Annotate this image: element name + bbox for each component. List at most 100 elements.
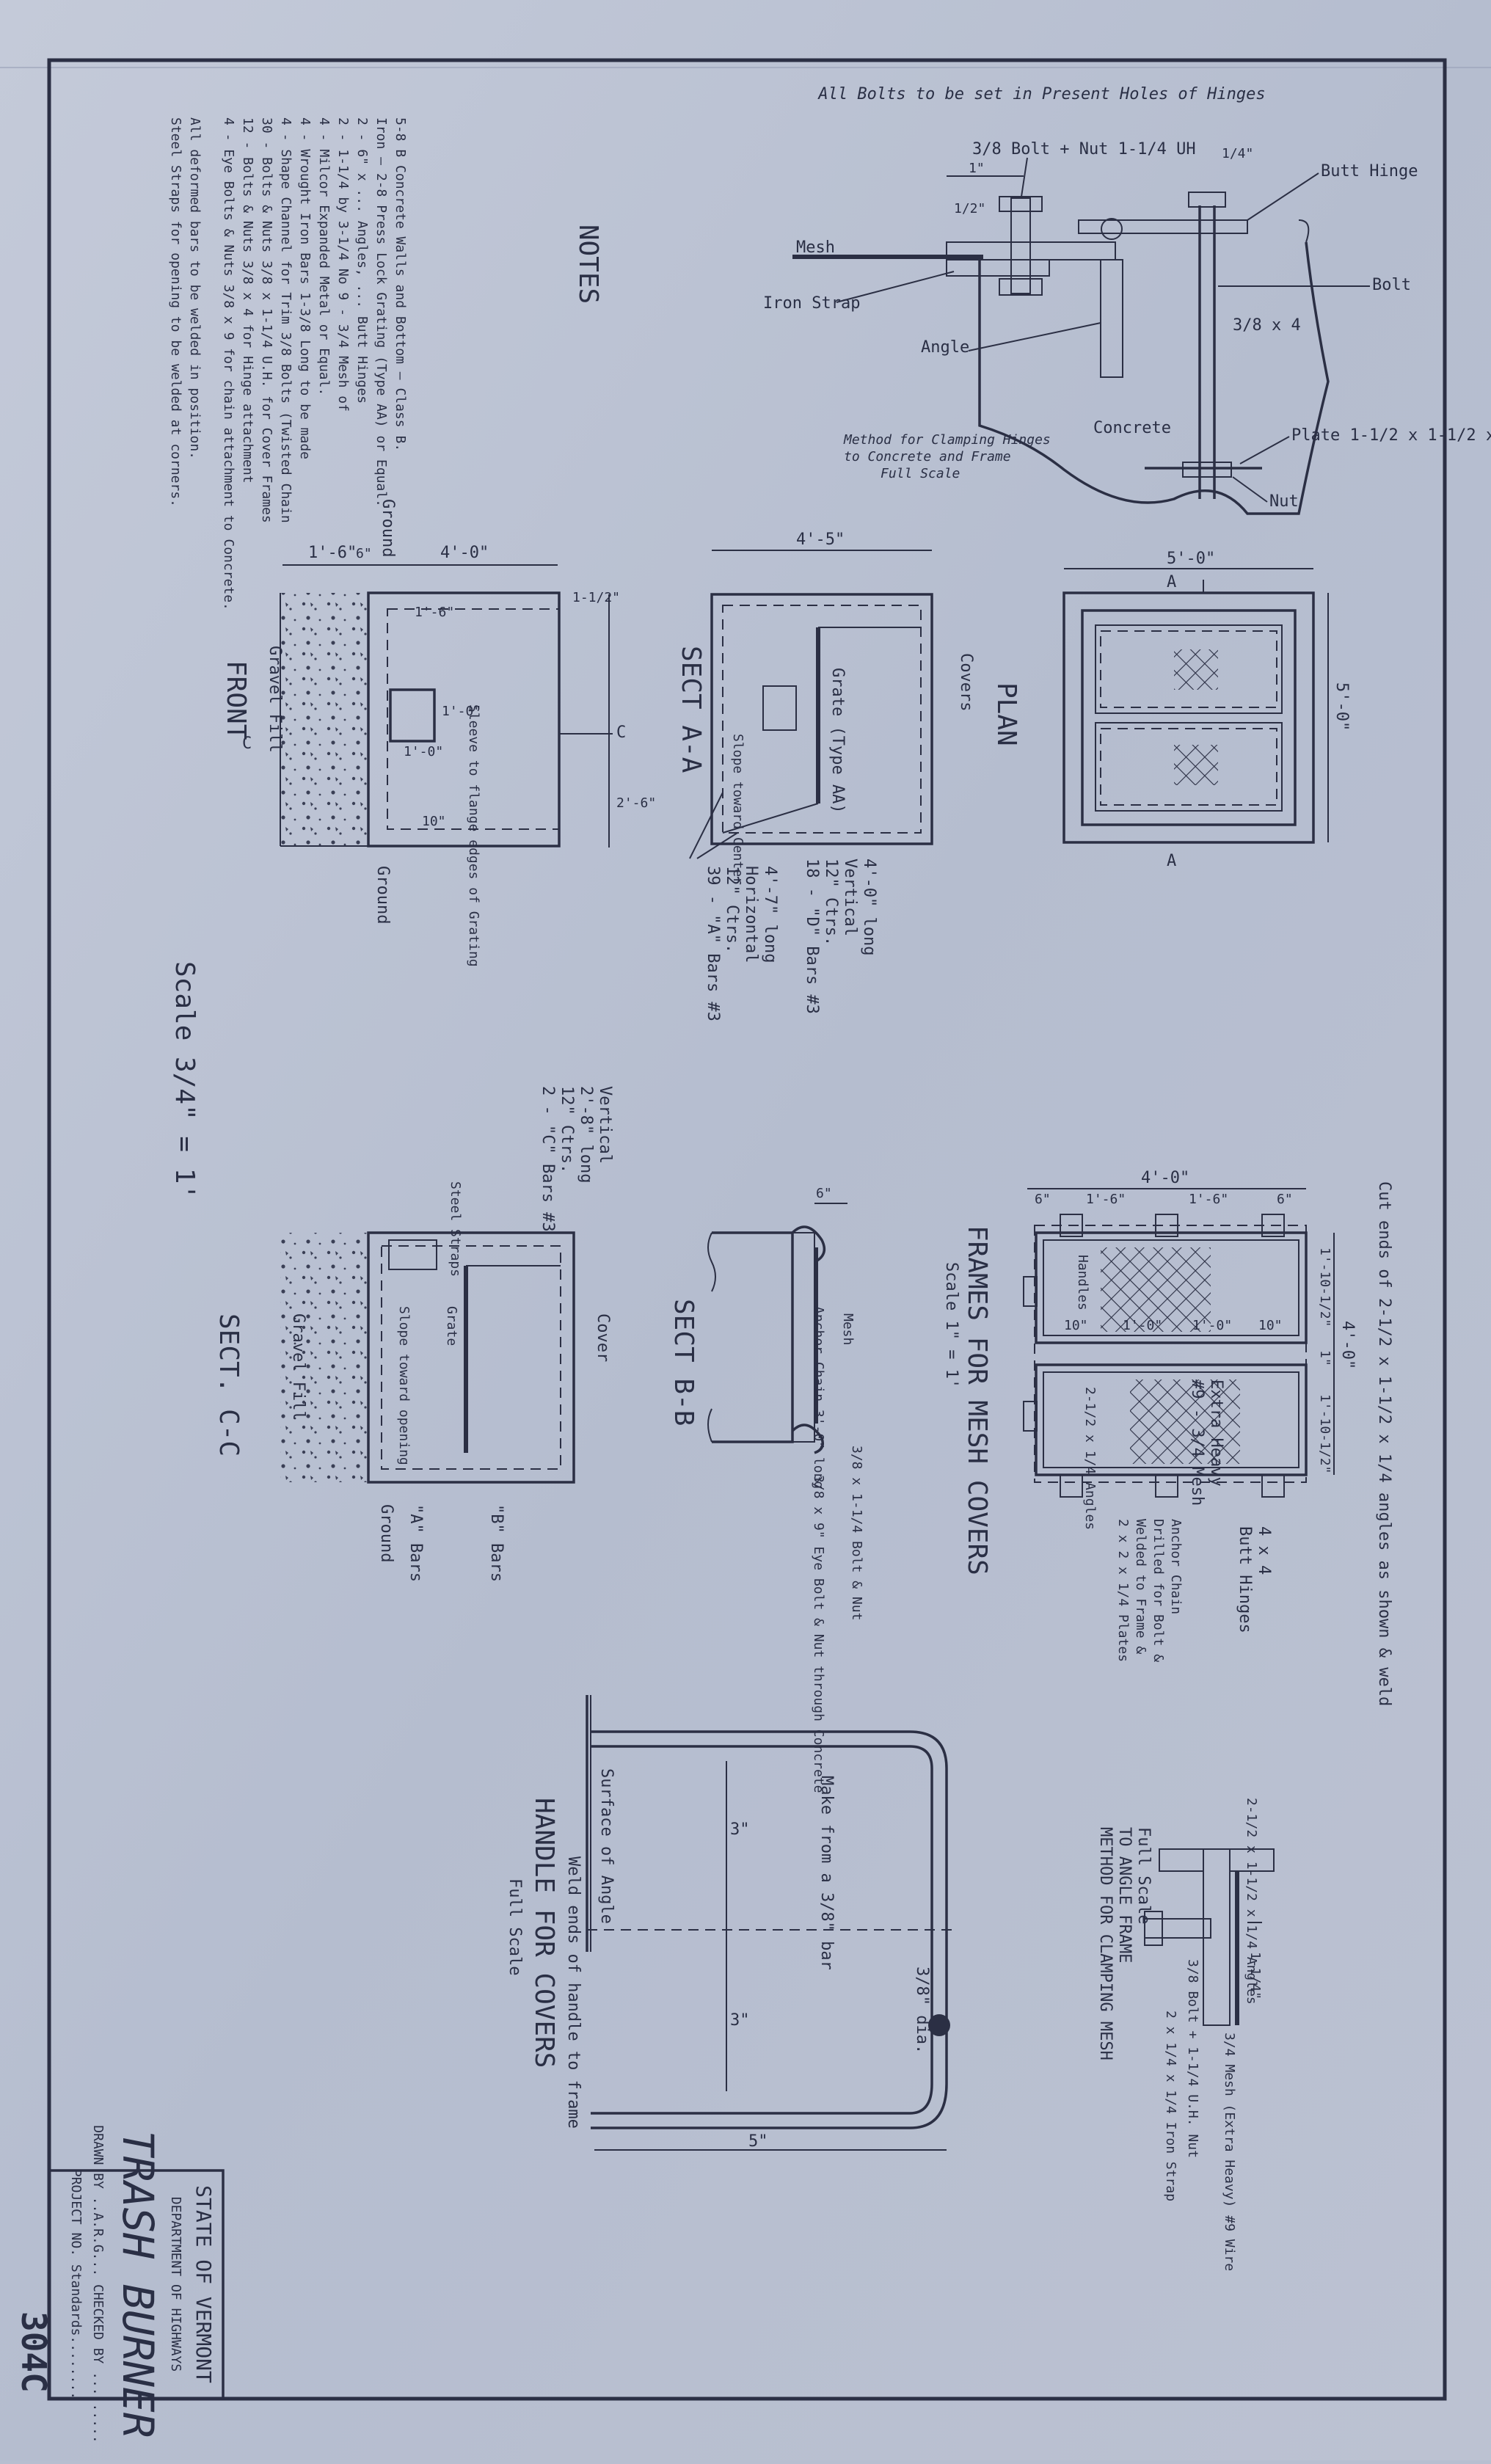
dim-label: 1" <box>969 161 985 176</box>
sect-aa-outline <box>710 593 933 845</box>
note-line: 5-8 B Concrete Walls and Bottom — Class … <box>393 117 408 451</box>
front-dim-right: 2'-6" <box>616 795 656 811</box>
sect-aa-bars-a: 39 - "A" Bars #3 <box>704 866 722 1021</box>
svg-text:Scale 3/4" = 1': Scale 3/4" = 1' <box>169 961 200 1200</box>
hinge-note: All Bolts to be set in Present Holes of … <box>817 85 1265 103</box>
mesh-caption: TO ANGLE FRAME <box>1115 1827 1134 1963</box>
notes-title: NOTES <box>573 225 603 304</box>
frames-dim: 1'-6" <box>1086 1192 1126 1207</box>
sheet-border <box>47 58 1447 2401</box>
nut-label: Nut <box>1269 492 1299 511</box>
plan-dim-top: 5'-0" <box>1167 550 1215 568</box>
sect-cc-b-bars: "B" Bars <box>487 1504 506 1582</box>
sect-aa-slope: Slope toward Center <box>730 734 746 885</box>
handle-outline <box>591 1730 948 2129</box>
frames-dim-top: 4'-0" <box>1141 1169 1189 1187</box>
sect-cc-bars-c: 2 - "C" Bars #3 <box>539 1086 557 1232</box>
sect-cc-cover: Cover <box>594 1313 612 1362</box>
note-line: 2 - 6" x ... Angles, ... Butt Hinges <box>354 117 370 404</box>
handle-dim: 3" <box>730 2011 750 2030</box>
front-dim-top: 1-1/2" <box>572 590 620 605</box>
note-line: 30 - Bolts & Nuts 3/8 x 1-1/4 U.H. for C… <box>259 117 274 523</box>
note-footer: Steel Straps for opening to be welded at… <box>168 117 183 507</box>
frames-dim: 6" <box>1035 1192 1051 1207</box>
plan-cut-a: A <box>1167 573 1176 591</box>
plan-mesh <box>1174 745 1218 785</box>
sect-cc-steel-straps: Steel Straps <box>448 1181 463 1277</box>
frames-dim: 1'-0" <box>1123 1318 1162 1333</box>
sect-aa-bars-d: 4'-0" long <box>860 859 878 955</box>
frames-dim: 1'-6" <box>1189 1192 1228 1207</box>
front-dim-main: 4'-0" <box>440 544 489 562</box>
frames-scale: Scale 1" = 1' <box>942 1262 960 1388</box>
frames-dim: 6" <box>1277 1192 1293 1207</box>
butt-hinge-plate <box>1078 219 1248 234</box>
front-wall-outline <box>367 591 561 848</box>
handle-weld: Weld ends of handle to frame <box>564 1856 583 2129</box>
sect-aa-bars-d: 12" Ctrs. <box>822 859 840 946</box>
section-aa: 4'-5" Slope toward Center SECT A-A Cover… <box>676 531 975 1021</box>
frame-mesh <box>1130 1379 1240 1464</box>
frames-plates: Welded to Frame & <box>1133 1519 1148 1654</box>
frames-butt-hinges: 4 x 4 <box>1255 1526 1273 1575</box>
mesh-strap-label: 2 x 1/4 x 1/4 Iron Strap <box>1163 2011 1178 2201</box>
mesh-angles-label: 2-1/2 x 1-1/2 x 1/4 Angles <box>1244 1798 1259 2005</box>
mesh-dim-label: 1-1/4" <box>1247 1952 1263 2000</box>
hinge-detail: All Bolts to be set in Present Holes of … <box>763 85 1491 515</box>
mesh-clamp-detail: 2-1/2 x 1-1/2 x 1/4 Angles 1-1/4" 3/8 Bo… <box>1096 1798 1275 2271</box>
concrete-label: Concrete <box>1093 419 1171 437</box>
sect-cc-bars-c: Vertical <box>596 1086 614 1164</box>
sect-bb-mesh: Mesh <box>840 1313 856 1345</box>
frames-dim: 10" <box>1064 1318 1088 1333</box>
frames-angle-note: 2-1/2 x 1/4 Angles <box>1082 1387 1098 1530</box>
handle-detail: 3" 3" 5" 3/8" dia. Make from a 3/8" bar … <box>506 1695 954 2151</box>
dim-label: 1/4" <box>1222 146 1253 161</box>
plate-label: Plate 1-1/2 x 1-1/2 x 1/8 <box>1291 426 1491 445</box>
note-line: Iron — 2-8 Press Lock Grating (Type AA) … <box>373 117 389 507</box>
sect-bb-bolt: 3/8 x 1-1/4 Bolt & Nut <box>849 1446 864 1620</box>
sect-aa-dim-top: 4'-5" <box>796 531 845 549</box>
sect-cc-bars-c: 2'-8" long <box>577 1086 595 1183</box>
frames-mesh-note: #9 - 3/4 Mesh <box>1188 1379 1206 1506</box>
frames-plates: Drilled for Bolt & <box>1151 1519 1166 1662</box>
hinge-caption: Full Scale <box>881 466 960 481</box>
sect-aa-bars-d: 18 - "D" Bars #3 <box>803 859 821 1014</box>
sect-aa-covers: Covers <box>957 653 975 711</box>
frames-dim: 1'-0" <box>1192 1318 1232 1333</box>
drawing-title: TRASH BURNER <box>113 2130 163 2438</box>
sect-bb-eye-bolt-label: 3/8 x 9" Eye Bolt & Nut through Concrete <box>811 1475 826 1793</box>
plan-view: 5'-0" 5'-0" A A PLAN <box>991 550 1351 870</box>
dim-label: 1/2" <box>954 201 985 216</box>
frames-butt-hinges: Butt Hinges <box>1236 1526 1254 1633</box>
butt-hinge-label: Butt Hinge <box>1321 162 1418 181</box>
plan-cut-a: A <box>1167 852 1176 870</box>
project-number: PROJECT NO. Standards........ <box>68 2169 84 2399</box>
frames-cut-note: Cut ends of 2-1/2 x 1-1/2 x 1/4 angles a… <box>1375 1181 1393 1706</box>
handle-dim: 5" <box>748 2132 768 2151</box>
plan-title: PLAN <box>991 682 1021 746</box>
frames-dim: 1'-10-1/2" <box>1317 1247 1333 1327</box>
handle-scale: Full Scale <box>506 1878 524 1975</box>
drawn-by: DRAWN BY ..A.R.G... CHECKED BY ......... <box>90 2125 106 2443</box>
bolt-size-label: 3/8 x 4 <box>1233 316 1301 335</box>
title-state: STATE OF VERMONT <box>192 2185 216 2383</box>
note-line: 4 - Wrought Iron Bars 1-3/8 Long to be m… <box>297 117 313 459</box>
front-title: FRONT <box>221 660 251 740</box>
frames-plates: Anchor Chain <box>1168 1519 1184 1614</box>
sect-bb-title: SECT B-B <box>668 1299 699 1426</box>
ground-label: Ground <box>379 499 397 557</box>
handle-dia: 3/8" dia. <box>913 1967 931 2054</box>
notes-block: NOTES <box>573 225 603 304</box>
sect-cc-ground: Ground <box>377 1504 395 1562</box>
plan-outline <box>1062 591 1315 844</box>
ground-label: Ground <box>373 866 392 924</box>
sect-cc-title: SECT. C-C <box>214 1313 244 1457</box>
front-gravel-label: Gravel Fill <box>266 646 284 753</box>
mesh-caption: Full Scale <box>1134 1827 1153 1924</box>
concrete-outline <box>978 241 1330 515</box>
mesh-label: Mesh <box>796 238 835 257</box>
cut-mark-c: C <box>616 723 626 742</box>
frames-dim: 1" <box>1317 1350 1333 1366</box>
frames-dim: 1'-10-1/2" <box>1317 1394 1333 1473</box>
